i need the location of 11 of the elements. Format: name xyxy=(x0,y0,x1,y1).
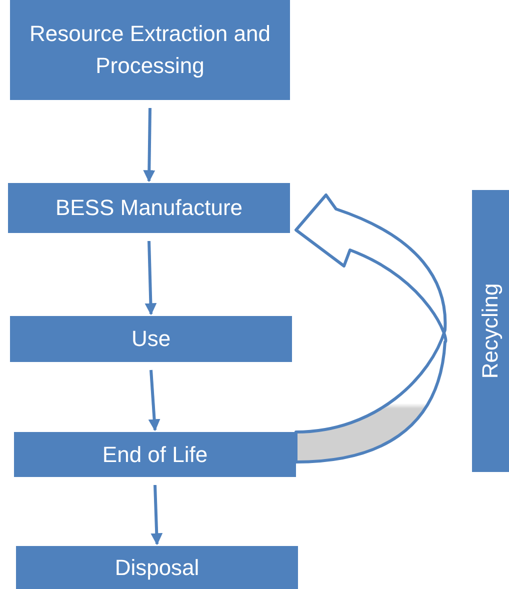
process-box: BESS Manufacture xyxy=(8,183,290,233)
arrow xyxy=(144,240,157,316)
process-box: Resource Extraction and Processing xyxy=(10,0,290,100)
process-box: Use xyxy=(10,316,292,362)
side-label-bar: Recycling xyxy=(472,190,509,472)
process-box: End of Life xyxy=(14,432,296,477)
arrow xyxy=(143,108,156,182)
process-box: Disposal xyxy=(16,546,298,589)
arrow xyxy=(148,370,160,432)
arrow xyxy=(150,484,163,546)
curved-block-arrow xyxy=(294,194,448,464)
